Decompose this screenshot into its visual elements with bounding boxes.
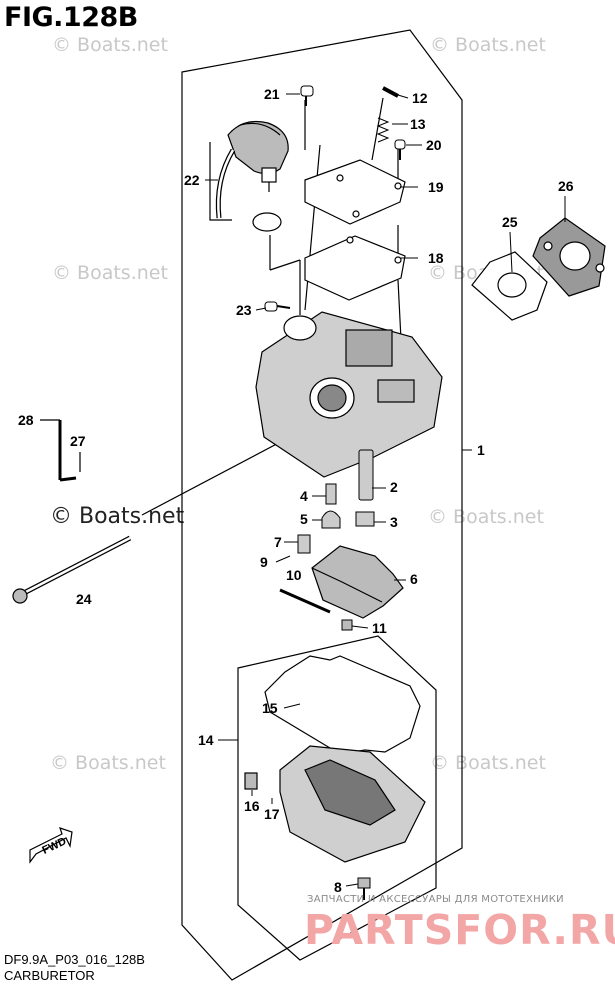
callout-4: 4 bbox=[300, 488, 308, 504]
intake-gaskets bbox=[471, 217, 606, 321]
callout-9: 9 bbox=[260, 554, 268, 570]
callout-5: 5 bbox=[300, 511, 308, 527]
watermark: © Boats.net bbox=[50, 752, 166, 774]
watermark: © Boats.net bbox=[50, 504, 185, 529]
bowl-gasket bbox=[264, 655, 421, 755]
callout-21: 21 bbox=[264, 86, 280, 102]
fwd-text: FWD bbox=[40, 835, 68, 856]
watermark: © Boats.net bbox=[52, 262, 168, 284]
callout-12: 12 bbox=[412, 90, 428, 106]
fwd-arrow-icon: FWD bbox=[29, 827, 73, 864]
float bbox=[279, 545, 404, 619]
callout-13: 13 bbox=[410, 116, 426, 132]
jets bbox=[297, 449, 375, 554]
ad-tagline: ЗАПЧАСТИ И АКСЕССУАРЫ ДЛЯ МОТОТЕХНИКИ bbox=[307, 894, 564, 905]
watermark: © Boats.net bbox=[430, 752, 546, 774]
carburetor-body bbox=[255, 311, 443, 478]
long-bolt bbox=[12, 535, 132, 604]
float-bowl-frame bbox=[237, 635, 437, 961]
callout-27: 27 bbox=[70, 433, 86, 449]
callout-23: 23 bbox=[236, 302, 252, 318]
callout-17: 17 bbox=[264, 806, 280, 822]
part-22-connector bbox=[215, 120, 289, 232]
figure-caption: CARBURETOR bbox=[4, 968, 95, 983]
float-bowl bbox=[244, 745, 426, 863]
callout-8: 8 bbox=[334, 879, 342, 895]
callout-24: 24 bbox=[76, 591, 92, 607]
callout-25: 25 bbox=[502, 214, 518, 230]
callout-7: 7 bbox=[274, 534, 282, 550]
callout-1: 1 bbox=[477, 442, 485, 458]
callout-26: 26 bbox=[558, 178, 574, 194]
ad-logo: PARTSFOR.RU bbox=[304, 906, 615, 954]
callout-11: 11 bbox=[372, 620, 387, 636]
callout-10: 10 bbox=[286, 567, 302, 583]
watermark: © Boats.net bbox=[52, 34, 168, 56]
callout-28: 28 bbox=[18, 412, 34, 428]
callout-19: 19 bbox=[428, 179, 444, 195]
callout-2: 2 bbox=[390, 479, 398, 495]
callout-6: 6 bbox=[410, 571, 418, 587]
callout-15: 15 bbox=[262, 700, 278, 716]
callout-14: 14 bbox=[198, 732, 214, 748]
callout-18: 18 bbox=[428, 250, 444, 266]
callout-20: 20 bbox=[426, 137, 442, 153]
watermark: © Boats.net bbox=[428, 506, 544, 528]
small-fasteners bbox=[264, 85, 406, 312]
callout-3: 3 bbox=[390, 514, 398, 530]
assembly-frame bbox=[181, 29, 463, 981]
callout-22: 22 bbox=[184, 172, 200, 188]
watermark: © Boats.net bbox=[430, 34, 546, 56]
figure-title: FIG.128B bbox=[4, 2, 138, 33]
figure-code: DF9.9A_P03_016_128B bbox=[4, 952, 145, 967]
callout-16: 16 bbox=[244, 798, 260, 814]
gasket-plates bbox=[304, 159, 406, 301]
